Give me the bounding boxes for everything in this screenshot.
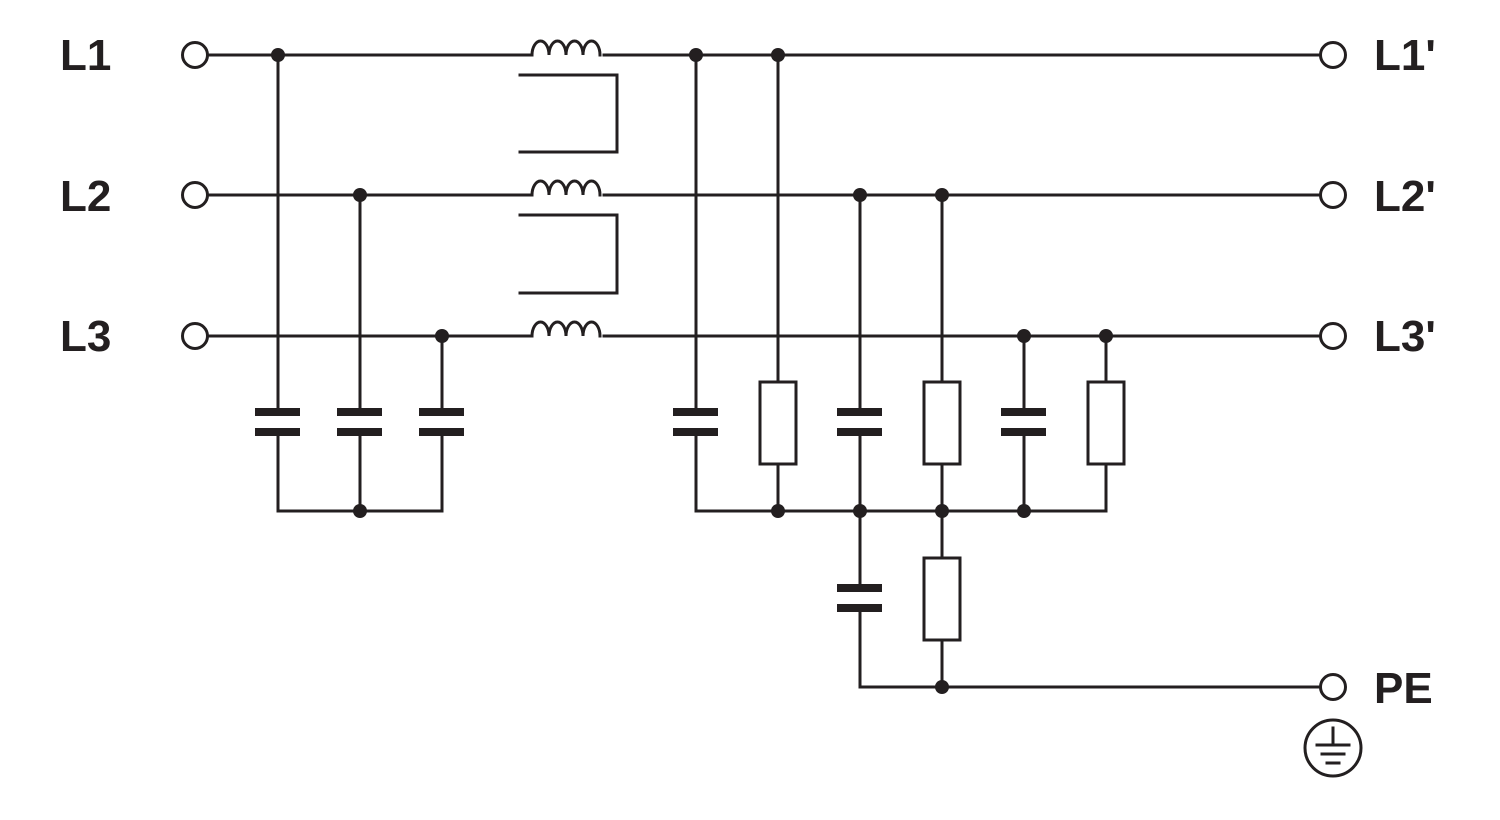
resistor bbox=[922, 556, 962, 642]
pe-network bbox=[837, 509, 1322, 689]
label-output-l3: L3' bbox=[1374, 312, 1436, 361]
inductor-l2 bbox=[530, 179, 602, 197]
resistor bbox=[1086, 380, 1126, 466]
terminal-output-l1 bbox=[1319, 41, 1347, 69]
junction-dots bbox=[271, 48, 1113, 694]
capacitor bbox=[837, 408, 882, 436]
label-input-l1: L1 bbox=[60, 31, 111, 80]
capacitor bbox=[673, 408, 718, 436]
protective-earth-icon bbox=[1303, 718, 1363, 778]
capacitor bbox=[837, 584, 882, 612]
label-output-l2: L2' bbox=[1374, 172, 1436, 221]
line-l1 bbox=[206, 39, 1322, 57]
terminal-input-l3 bbox=[181, 322, 209, 350]
terminal-input-l2 bbox=[181, 181, 209, 209]
capacitor bbox=[419, 408, 464, 436]
line-l2 bbox=[206, 179, 1322, 197]
choke-core-lower bbox=[518, 213, 619, 295]
terminal-output-l2 bbox=[1319, 181, 1347, 209]
label-pe: PE bbox=[1374, 664, 1433, 713]
inductor-l3 bbox=[530, 320, 602, 338]
label-input-l3: L3 bbox=[60, 312, 111, 361]
terminal-input-l1 bbox=[181, 41, 209, 69]
inductor-l1 bbox=[530, 39, 602, 57]
line-l3 bbox=[206, 320, 1322, 338]
resistor bbox=[922, 380, 962, 466]
output-rc-bank bbox=[673, 53, 1126, 513]
capacitor bbox=[337, 408, 382, 436]
resistor bbox=[758, 380, 798, 466]
label-output-l1: L1' bbox=[1374, 31, 1436, 80]
capacitor bbox=[1001, 408, 1046, 436]
terminal-output-l3 bbox=[1319, 322, 1347, 350]
choke-core-upper bbox=[518, 73, 619, 154]
capacitor bbox=[255, 408, 300, 436]
terminal-pe bbox=[1319, 673, 1347, 701]
input-capacitor-bank bbox=[255, 53, 464, 513]
label-input-l2: L2 bbox=[60, 172, 111, 221]
